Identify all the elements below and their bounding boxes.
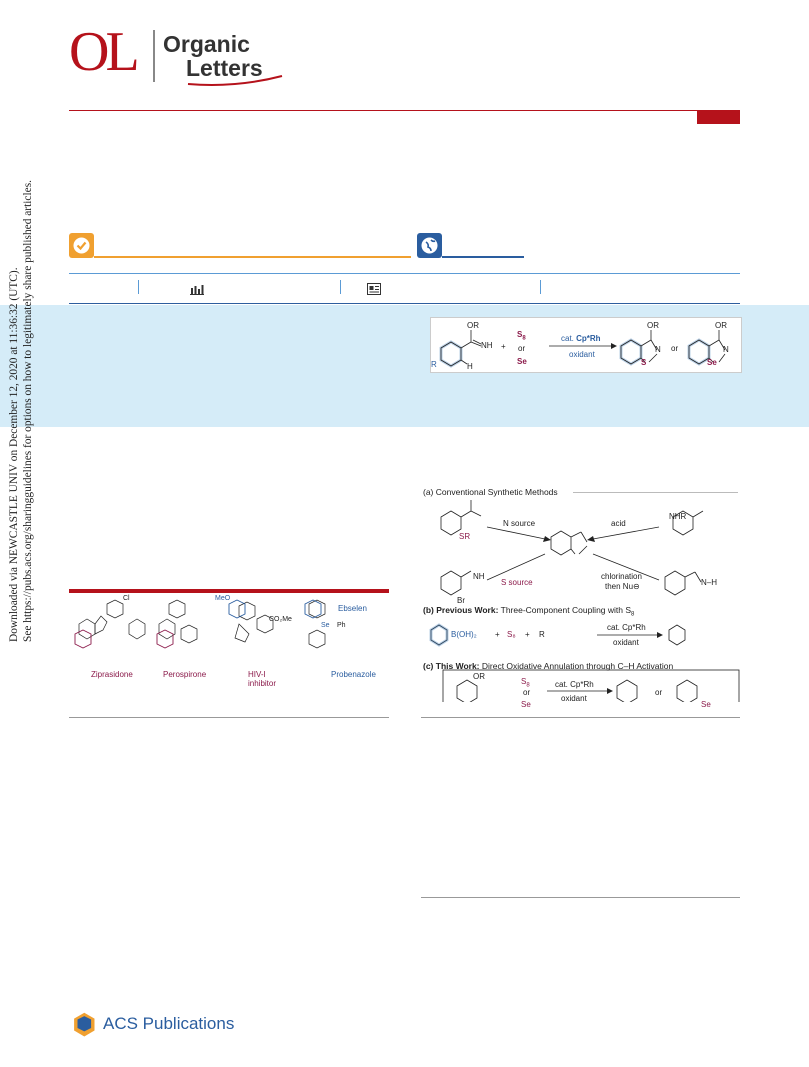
toc-product2-n: N (723, 345, 729, 354)
letter-tab (697, 110, 740, 124)
label-perospirone: Perospirone (163, 670, 207, 679)
toc-graphic: OR NH H R + S8 or Se cat. Cp*Rh oxidant … (430, 317, 742, 373)
scheme-nh: NH (473, 572, 485, 581)
toc-product-se: Se (707, 358, 717, 367)
scheme-oxidant-c: oxidant (561, 694, 587, 703)
scheme-cat-b: cat. Cp*Rh (607, 623, 646, 632)
journal-name-line1: Organic (163, 31, 250, 57)
scheme-cat-c: cat. Cp*Rh (555, 680, 594, 689)
scheme-c-se: Se (521, 700, 531, 709)
toc-plus: + (501, 342, 506, 351)
scheme-c-or: OR (473, 672, 485, 681)
scheme-oxidant-b: oxidant (613, 638, 639, 647)
scheme-plus2: + (525, 630, 530, 639)
scheme-n-source: N source (503, 519, 536, 528)
toc-or-word: or (518, 344, 526, 353)
toc-product-s: S (641, 358, 647, 367)
scheme-sr: SR (459, 532, 471, 541)
scheme-s8: S₈ (507, 630, 516, 639)
label-probenazole: Probenazole (331, 670, 376, 679)
globe-icon[interactable] (417, 233, 442, 258)
scheme-chlorination: chlorination (601, 572, 642, 581)
download-notice: Downloaded via NEWCASTLE UNIV on Decembe… (8, 267, 20, 642)
acs-logo-icon[interactable] (69, 1011, 105, 1042)
metrics-bottom-rule (69, 303, 740, 304)
scheme1: (a) Conventional Synthetic Methods (421, 472, 740, 709)
figure1-bottom-rule (69, 717, 389, 718)
scheme-c-title: (c) This Work: Direct Oxidative Annulati… (423, 661, 674, 671)
scheme-then-nu: then Nu⊖ (605, 582, 640, 591)
fig1-ph: Ph (337, 622, 346, 629)
toc-nh-label: NH (481, 341, 493, 350)
scheme-nhr: NHR (669, 512, 687, 521)
section-rule (421, 897, 740, 898)
scheme-plus1: + (495, 630, 500, 639)
scheme-br: Br (457, 596, 465, 605)
journal-logo: OL (69, 21, 140, 83)
toc-product-or: OR (647, 321, 659, 330)
article-icon[interactable] (367, 282, 381, 300)
toc-product-n: N (655, 345, 661, 354)
toc-s8: S8 (517, 330, 526, 342)
checkmark-icon[interactable] (69, 233, 94, 258)
metrics-separator (340, 280, 341, 294)
label-ziprasidone: Ziprasidone (91, 670, 133, 679)
toc-or-label: OR (467, 321, 479, 330)
scheme-n-h: N–H (701, 578, 718, 587)
fig1-co2me: CO₂Me (269, 616, 292, 623)
toc-product2-or: OR (715, 321, 727, 330)
chart-icon[interactable] (190, 282, 204, 300)
scheme-c-s8: S8 (521, 677, 530, 689)
scheme-s-source: S source (501, 578, 533, 587)
label-ebselen: Ebselen (338, 604, 367, 613)
scheme-c-product-se: Se (701, 700, 711, 709)
scheme-alkyne: R (539, 630, 545, 639)
toc-between: or (671, 344, 679, 353)
header-rule (69, 110, 740, 111)
toc-h-label: H (467, 362, 473, 371)
badge-rule-orange (94, 256, 411, 258)
sharing-guidelines[interactable]: See https://pubs.acs.org/sharingguidelin… (22, 180, 34, 642)
scheme-a-rule (573, 492, 738, 493)
scheme-b-title: (b) Previous Work: Three-Component Coupl… (423, 605, 635, 618)
scheme1-bottom-rule (421, 717, 740, 718)
fig1-se: Se (321, 622, 330, 629)
scheme-a-title: (a) Conventional Synthetic Methods (423, 487, 558, 497)
fig1-cl: Cl (123, 595, 130, 602)
journal-name-line2: Letters (186, 55, 263, 81)
toc-r-label: R (431, 360, 437, 369)
figure1-top-rule (69, 589, 389, 593)
badge-rule-blue (442, 256, 524, 258)
scheme-c-or-word: or (523, 688, 531, 697)
scheme-c-between: or (655, 688, 663, 697)
metrics-top-rule (69, 273, 740, 274)
logo-divider (153, 30, 155, 82)
figure1-graphic: Cl MeO CO₂Me Se Ph (69, 594, 389, 664)
publisher-name: ACS Publications (103, 1014, 235, 1033)
label-hiv-inhibitor: HIV-I inhibitor (248, 670, 277, 688)
toc-oxidant: oxidant (569, 350, 595, 359)
toc-se: Se (517, 357, 527, 366)
journal-swoosh (187, 75, 283, 86)
metrics-separator (540, 280, 541, 294)
toc-catalyst: cat. Cp*Rh (561, 334, 601, 343)
metrics-separator (138, 280, 139, 294)
scheme-acid: acid (611, 519, 626, 528)
scheme-boronic: B(OH)₂ (451, 630, 477, 639)
fig1-meo: MeO (215, 595, 231, 602)
